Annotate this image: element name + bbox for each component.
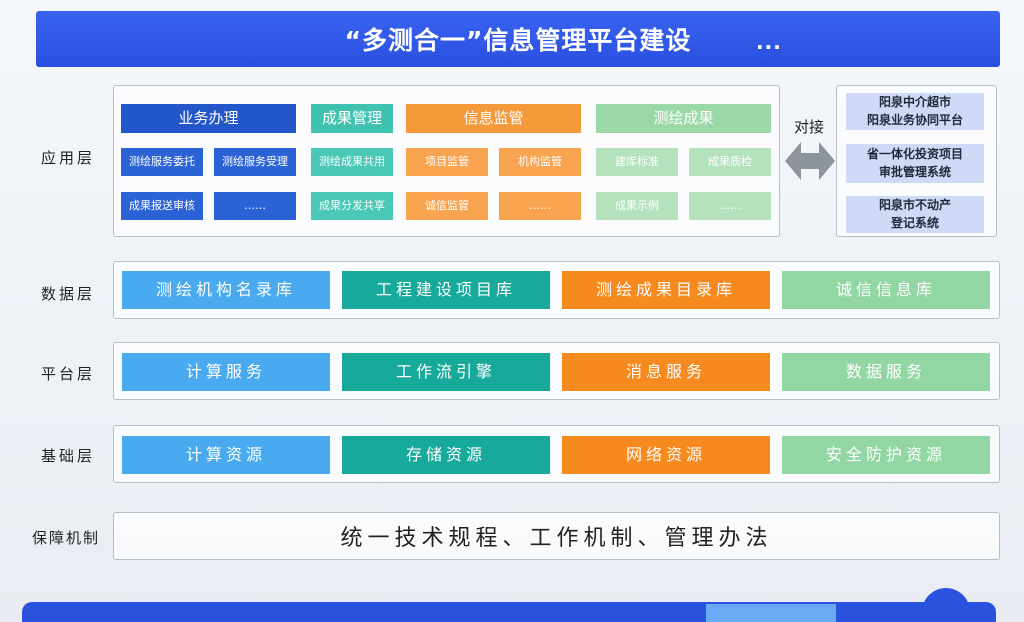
layer-label-platform: 平台层: [40, 364, 95, 383]
external-system-line: 阳泉业务协同平台: [866, 112, 963, 127]
guarantee-panel: 统一技术规程、工作机制、管理办法: [113, 512, 1000, 560]
data-item-result-catalog: 测绘成果目录库: [562, 271, 770, 309]
app-item-result-example: 成果示例: [596, 192, 678, 220]
app-item-survey-acceptance: 测绘服务受理: [214, 148, 296, 176]
data-item-agency-directory: 测绘机构名录库: [122, 271, 330, 309]
external-system-line: 登记系统: [890, 215, 939, 230]
guarantee-text: 统一技术规程、工作机制、管理办法: [340, 526, 773, 551]
platform-item-compute-service: 计算服务: [122, 353, 330, 391]
page-title-banner: “多测合一”信息管理平台建设: [36, 11, 1000, 67]
app-item-result-shared-use: 测绘成果共用: [311, 148, 393, 176]
app-item-agency-supervision: 机构监管: [499, 148, 581, 176]
external-system-investment-approval: 省一体化投资项目 审批管理系统: [846, 144, 984, 183]
bottom-decor-highlight: [706, 604, 836, 622]
layer-label-app: 应用层: [40, 148, 95, 167]
external-system-line: 省一体化投资项目: [866, 147, 963, 162]
app-item-business-more: ……: [214, 192, 296, 220]
banner-more-dots: ...: [756, 30, 782, 54]
infra-item-network-resource: 网络资源: [562, 436, 770, 474]
double-arrow-icon: [785, 142, 835, 180]
bottom-decor-circle: [922, 588, 970, 622]
infra-item-storage-resource: 存储资源: [342, 436, 550, 474]
app-group-header-results: 成果管理: [311, 104, 393, 133]
app-item-result-review: 成果报送审核: [121, 192, 203, 220]
bottom-decor-bar: [22, 602, 996, 622]
connect-label: 对接: [794, 118, 825, 136]
external-system-line: 阳泉市不动产: [878, 198, 951, 213]
layer-label-infra: 基础层: [40, 446, 95, 465]
external-system-line: 阳泉中介超市: [878, 95, 951, 110]
app-group-header-survey-results: 测绘成果: [596, 104, 771, 133]
infra-item-compute-resource: 计算资源: [122, 436, 330, 474]
app-item-result-distribution: 成果分发共享: [311, 192, 393, 220]
app-item-supervision-more: ……: [499, 192, 581, 220]
app-item-db-standard: 建库标准: [596, 148, 678, 176]
infra-item-security-resource: 安全防护资源: [782, 436, 990, 474]
app-item-project-supervision: 项目监管: [406, 148, 488, 176]
platform-item-message-service: 消息服务: [562, 353, 770, 391]
data-item-project-db: 工程建设项目库: [342, 271, 550, 309]
layer-label-data: 数据层: [40, 284, 95, 303]
external-system-agency-market: 阳泉中介超市 阳泉业务协同平台: [846, 93, 984, 130]
app-item-survey-more: ……: [689, 192, 771, 220]
app-item-credit-supervision: 诚信监管: [406, 192, 488, 220]
page-title: “多测合一”信息管理平台建设: [344, 26, 692, 55]
external-system-real-estate: 阳泉市不动产 登记系统: [846, 196, 984, 233]
external-system-line: 审批管理系统: [878, 164, 951, 179]
app-item-quality-check: 成果质检: [689, 148, 771, 176]
app-group-header-business: 业务办理: [121, 104, 296, 133]
layer-label-guarantee: 保障机制: [31, 528, 100, 547]
app-item-survey-commission: 测绘服务委托: [121, 148, 203, 176]
data-item-credit-db: 诚信信息库: [782, 271, 990, 309]
app-group-header-supervision: 信息监管: [406, 104, 581, 133]
platform-item-data-service: 数据服务: [782, 353, 990, 391]
platform-item-workflow-engine: 工作流引擎: [342, 353, 550, 391]
